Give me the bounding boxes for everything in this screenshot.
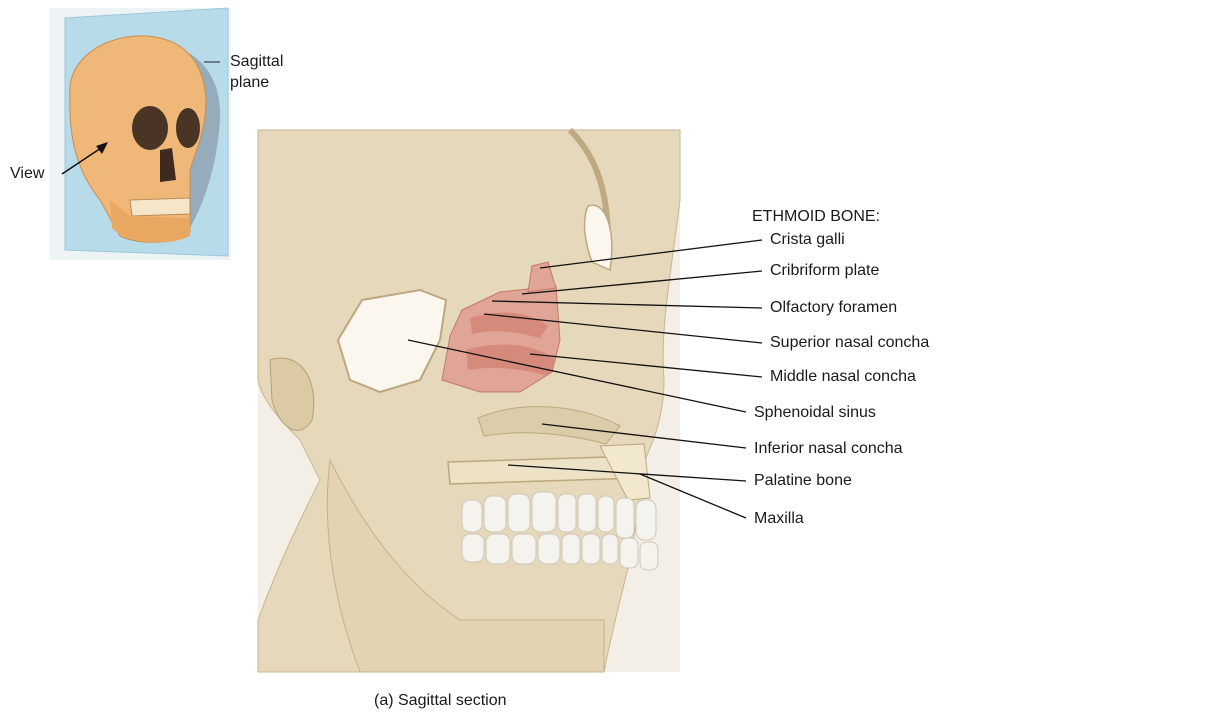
tooth [508, 494, 530, 532]
tooth [562, 534, 580, 564]
tooth [462, 534, 484, 562]
tooth [620, 538, 638, 568]
tooth [462, 500, 482, 532]
tooth [602, 534, 618, 564]
tooth [636, 500, 656, 540]
figure-caption: (a) Sagittal section [374, 692, 507, 710]
label-sphenoidal-sinus: Sphenoidal sinus [754, 404, 876, 422]
tooth [616, 498, 634, 538]
label-palatine-bone: Palatine bone [754, 472, 852, 490]
label-ethmoid-bone-header: ETHMOID BONE: [752, 208, 880, 226]
tooth [558, 494, 576, 532]
tooth [578, 494, 596, 532]
label-maxilla: Maxilla [754, 510, 804, 528]
label-superior-nasal-concha: Superior nasal concha [770, 334, 929, 352]
label-cribriform-plate: Cribriform plate [770, 262, 879, 280]
label-middle-nasal-concha: Middle nasal concha [770, 368, 916, 386]
tooth [582, 534, 600, 564]
orbit-left [132, 106, 168, 150]
main-figure [258, 130, 680, 672]
label-plane: plane [230, 74, 269, 92]
teeth-inset [130, 198, 190, 216]
tooth [640, 542, 658, 570]
tooth [484, 496, 506, 532]
tooth [532, 492, 556, 532]
tooth [538, 534, 560, 564]
label-sagittal: Sagittal [230, 53, 283, 71]
tooth [486, 534, 510, 564]
tooth [598, 496, 614, 532]
label-view: View [10, 165, 44, 183]
tooth [512, 534, 536, 564]
label-olfactory-foramen: Olfactory foramen [770, 299, 897, 317]
skull-section [258, 130, 680, 672]
inset-figure [50, 8, 231, 260]
label-crista-galli: Crista galli [770, 231, 845, 249]
label-inferior-nasal-concha: Inferior nasal concha [754, 440, 903, 458]
orbit-right [176, 108, 200, 148]
